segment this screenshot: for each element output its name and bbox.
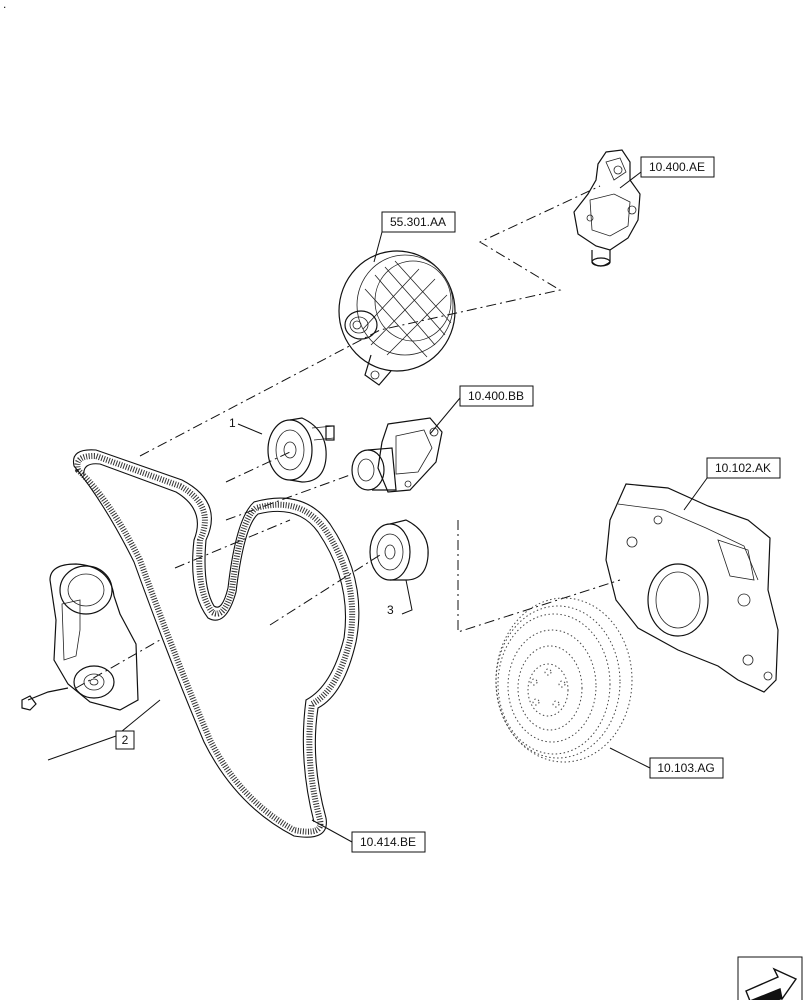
alternator bbox=[338, 250, 456, 386]
svg-text:10.414.BE: 10.414.BE bbox=[360, 835, 416, 849]
serpentine-belt bbox=[72, 449, 360, 838]
svg-text:2: 2 bbox=[122, 733, 129, 747]
vibration-damper bbox=[495, 597, 633, 763]
leader-lines bbox=[47, 171, 711, 843]
ref-callout-timing-cover: 10.102.AK bbox=[706, 457, 781, 479]
timing-cover bbox=[605, 483, 779, 693]
ref-callout-belt: 10.414.BE bbox=[351, 831, 426, 853]
item-number-3: 3 bbox=[387, 603, 394, 617]
corner-mark: . bbox=[3, 0, 6, 11]
fuel-pump bbox=[573, 149, 641, 267]
svg-text:10.102.AK: 10.102.AK bbox=[715, 461, 771, 475]
svg-text:10.103.AG: 10.103.AG bbox=[657, 761, 714, 775]
item-number-2-box: 2 bbox=[115, 730, 135, 750]
ref-callout-fuel-pump: 10.400.AE bbox=[640, 156, 715, 178]
svg-text:10.400.BB: 10.400.BB bbox=[468, 389, 524, 403]
center-lines bbox=[75, 185, 621, 689]
idler-pulley-1 bbox=[267, 417, 335, 483]
item-number-1: 1 bbox=[229, 416, 236, 430]
ref-callout-alternator: 55.301.AA bbox=[381, 211, 456, 233]
belt-tensioner bbox=[21, 563, 139, 711]
svg-text:10.400.AE: 10.400.AE bbox=[649, 160, 705, 174]
water-pump bbox=[351, 417, 443, 493]
svg-text:55.301.AA: 55.301.AA bbox=[390, 215, 446, 229]
ref-callout-vibration-damper: 10.103.AG bbox=[649, 757, 724, 779]
ref-callout-water-pump: 10.400.BB bbox=[459, 385, 534, 407]
next-page-arrow-icon[interactable] bbox=[737, 956, 803, 1000]
idler-pulley-3 bbox=[369, 519, 429, 581]
